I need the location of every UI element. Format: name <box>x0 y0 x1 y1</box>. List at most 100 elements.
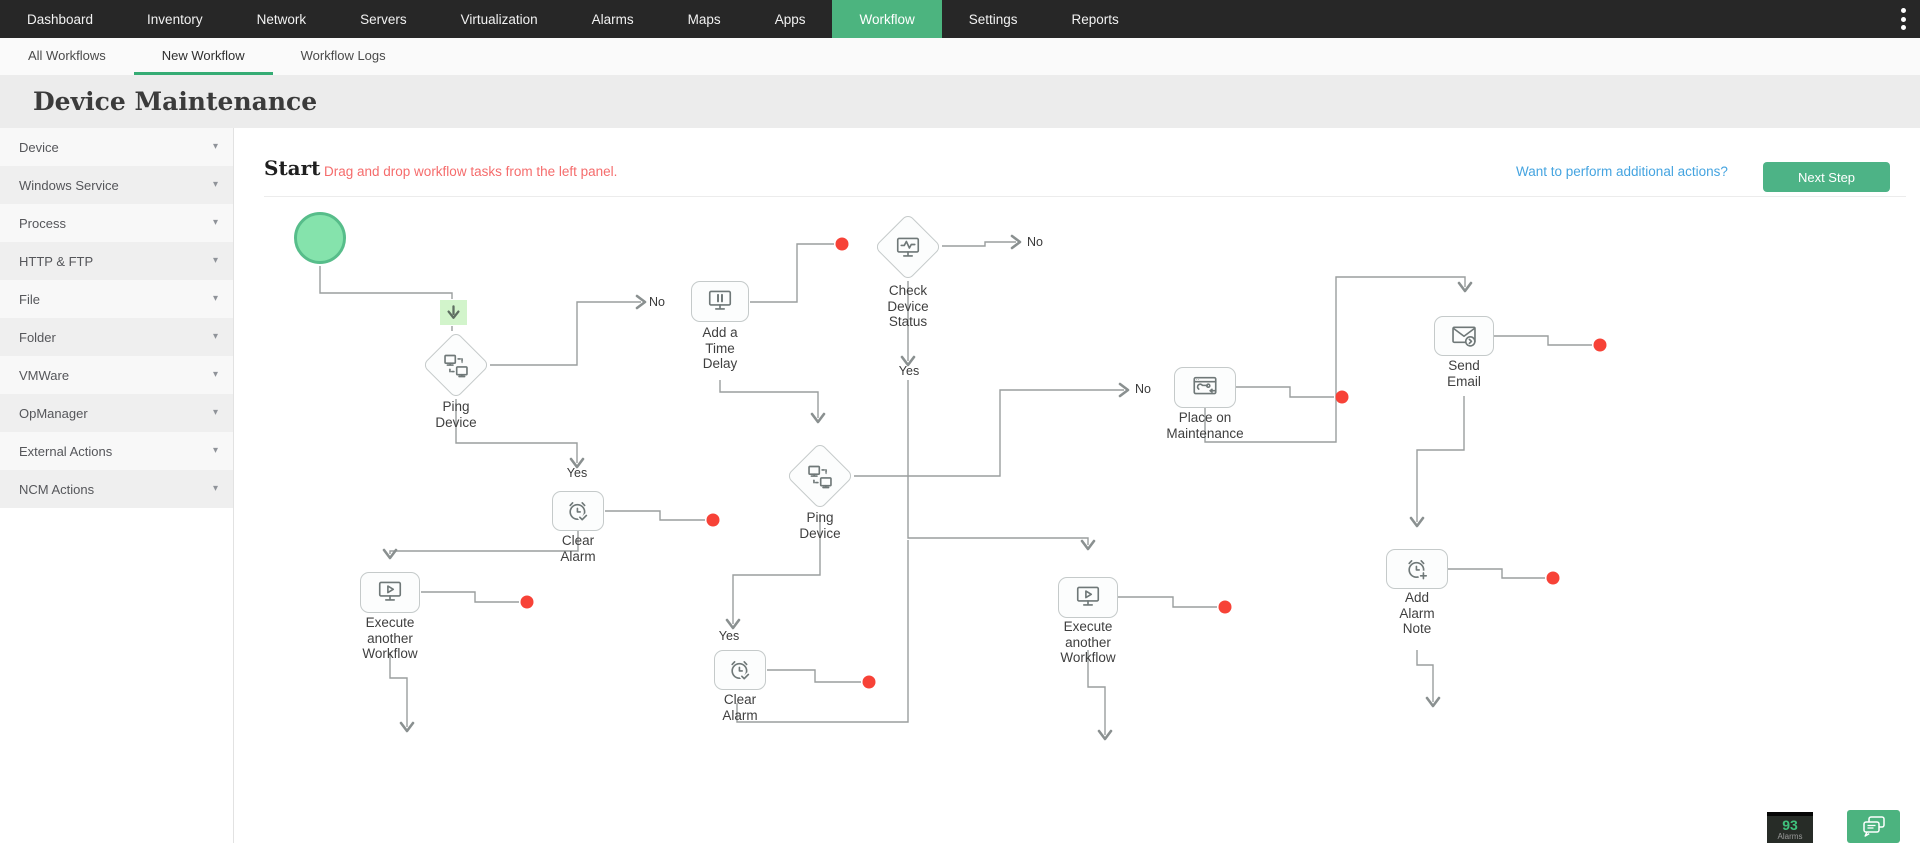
sidebar-item-external-actions[interactable]: External Actions▾ <box>0 432 233 470</box>
sidebar-item-label: Folder <box>19 329 56 345</box>
nav-item-inventory[interactable]: Inventory <box>147 11 203 27</box>
connector-endpoint[interactable] <box>1593 338 1607 352</box>
workflow-connector <box>767 669 861 683</box>
connector-endpoint[interactable] <box>835 237 849 251</box>
connector-endpoint[interactable] <box>862 675 876 689</box>
workflow-node-execute-another-workflow-1[interactable] <box>360 571 420 613</box>
arrowhead-icon <box>900 355 916 367</box>
arrowhead-icon <box>399 721 415 733</box>
ping-device-icon <box>444 354 468 378</box>
top-nav: Dashboard Inventory Network Servers Virtuali… <box>0 0 1920 38</box>
drop-target-highlight <box>440 300 467 325</box>
alarm-count: 93 <box>1782 817 1798 833</box>
page-title: Device Maintenance <box>33 87 318 116</box>
tab-workflow-logs[interactable]: Workflow Logs <box>300 47 386 63</box>
node-label-ping-device-1: Ping Device <box>435 399 477 430</box>
workflow-connector <box>389 531 579 554</box>
workflow-connector <box>490 301 641 366</box>
execute-workflow-icon <box>378 581 402 601</box>
workflow-node-execute-another-workflow-2[interactable] <box>1058 576 1118 618</box>
arrowhead-icon <box>635 294 647 310</box>
time-delay-icon <box>708 290 732 310</box>
additional-actions-link[interactable]: Want to perform additional actions? <box>1516 164 1728 179</box>
sidebar-item-folder[interactable]: Folder▾ <box>0 318 233 356</box>
workflow-connector <box>605 510 705 521</box>
sidebar-item-ncm-actions[interactable]: NCM Actions▾ <box>0 470 233 508</box>
workflow-connector <box>854 389 1124 477</box>
nav-item-reports[interactable]: Reports <box>1071 11 1119 27</box>
workflow-connector <box>1204 276 1466 443</box>
caret-down-icon: ▾ <box>212 179 218 190</box>
edge-label-yes: Yes <box>566 466 588 480</box>
sidebar-item-http-ftp[interactable]: HTTP & FTP▾ <box>0 242 233 280</box>
sidebar-item-device[interactable]: Device▾ <box>0 128 233 166</box>
kebab-menu-icon[interactable] <box>1901 8 1906 30</box>
workflow-connector <box>1448 568 1545 579</box>
workflow-connector <box>389 652 408 727</box>
workflow-node-clear-alarm-2[interactable] <box>714 650 766 690</box>
sidebar-item-label: Process <box>19 215 66 231</box>
task-palette-sidebar: Device▾Windows Service▾Process▾HTTP & FT… <box>0 128 234 843</box>
caret-down-icon: ▾ <box>212 483 218 494</box>
sidebar-item-label: VMWare <box>19 367 70 383</box>
sidebar-item-file[interactable]: File ▾ <box>0 280 233 318</box>
ping-device-icon-wrap <box>803 460 837 494</box>
workflow-connector <box>719 380 819 418</box>
tab-new-workflow[interactable]: New Workflow <box>133 38 273 75</box>
sidebar-item-label: File <box>19 291 40 307</box>
place-maintenance-icon <box>1193 376 1217 395</box>
caret-down-icon: ▾ <box>212 293 218 304</box>
tab-all-workflows[interactable]: All Workflows <box>28 47 106 63</box>
nav-item-servers[interactable]: Servers <box>360 11 407 27</box>
nav-item-apps[interactable]: Apps <box>774 11 806 27</box>
nav-item-alarms[interactable]: Alarms <box>591 11 634 27</box>
connector-endpoint[interactable] <box>1218 600 1232 614</box>
edge-label-yes: Yes <box>898 364 920 378</box>
workflow-tabs: All Workflows New Workflow Workflow Logs <box>0 38 1920 75</box>
connector-endpoint[interactable] <box>520 595 534 609</box>
workflow-connector <box>1118 596 1217 608</box>
connector-endpoint[interactable] <box>706 513 720 527</box>
node-label-ping-device-2: Ping Device <box>799 510 841 541</box>
workflow-node-add-time-delay[interactable] <box>691 280 749 322</box>
sidebar-item-opmanager[interactable]: OpManager▾ <box>0 394 233 432</box>
start-node[interactable] <box>294 212 346 264</box>
arrowhead-icon <box>1457 281 1473 293</box>
workflow-connector <box>455 399 578 463</box>
nav-item-workflow[interactable]: Workflow <box>832 0 942 38</box>
sidebar-item-vmware[interactable]: VMWare▾ <box>0 356 233 394</box>
node-label-send-email: Send Email <box>1447 358 1481 389</box>
workflow-node-clear-alarm-1[interactable] <box>552 491 604 531</box>
nav-item-settings[interactable]: Settings <box>968 11 1018 27</box>
feedback-button[interactable] <box>1847 810 1900 843</box>
node-label-check-device-status: Check Device Status <box>887 283 929 329</box>
ping-device-icon <box>808 465 832 489</box>
feedback-chat-icon <box>1862 815 1885 837</box>
sidebar-item-windows-service[interactable]: Windows Service▾ <box>0 166 233 204</box>
workflow-node-send-email[interactable] <box>1434 316 1494 356</box>
workflow-connector <box>1416 650 1434 702</box>
sidebar-item-process[interactable]: Process▾ <box>0 204 233 242</box>
workflow-node-add-alarm-note[interactable] <box>1386 549 1448 589</box>
connector-endpoint[interactable] <box>1335 390 1349 404</box>
node-label-execute-another-workflow-1: Execute another Workflow <box>362 615 418 661</box>
workflow-connector <box>421 591 519 603</box>
canvas-hint-text: Drag and drop workflow tasks from the le… <box>324 164 618 179</box>
nav-item-virtualization[interactable]: Virtualization <box>460 11 538 27</box>
workflow-node-place-on-maintenance[interactable] <box>1174 366 1236 408</box>
nav-item-maps[interactable]: Maps <box>687 11 721 27</box>
alarm-count-badge[interactable]: 93 Alarms <box>1767 812 1813 843</box>
node-label-add-alarm-note: Add Alarm Note <box>1399 590 1435 636</box>
nav-item-dashboard[interactable]: Dashboard <box>27 11 94 27</box>
node-label-place-on-maintenance: Place on Maintenance <box>1166 410 1244 441</box>
nav-menu: Dashboard Inventory Network Servers Virtuali… <box>0 0 1920 38</box>
edge-label-no: No <box>1135 382 1151 396</box>
edge-label-no: No <box>1027 235 1043 249</box>
nav-item-network[interactable]: Network <box>256 11 307 27</box>
next-step-button[interactable]: Next Step <box>1763 162 1890 192</box>
check-status-icon-wrap <box>891 231 925 265</box>
workflow-connector <box>1236 386 1334 398</box>
connector-endpoint[interactable] <box>1546 571 1560 585</box>
